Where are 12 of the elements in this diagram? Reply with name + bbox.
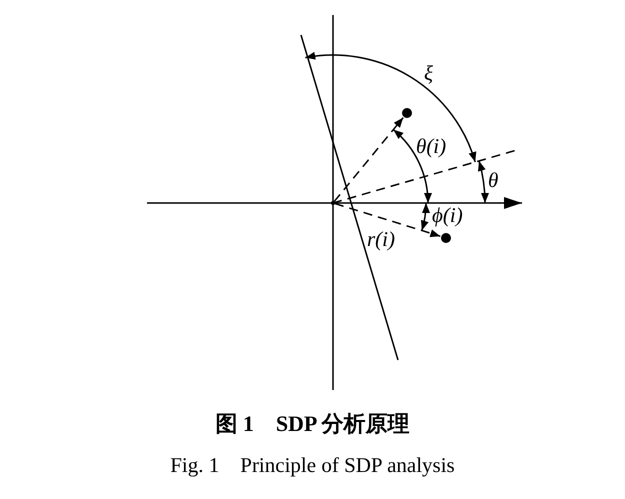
- angle-label: θ(i): [416, 136, 446, 157]
- angle-label: θ: [488, 170, 498, 191]
- arrow: [334, 117, 404, 202]
- vector-label: r(i): [367, 229, 395, 250]
- origin-point: [331, 201, 335, 205]
- point: [440, 232, 452, 244]
- point: [401, 107, 413, 119]
- caption: 图 1 SDP 分析原理: [214, 413, 411, 435]
- caption-english: Fig. 1 Principle of SDP analysis: [169, 455, 456, 476]
- angle-label: ϕ(i): [432, 205, 463, 226]
- angle-label: ξ: [424, 63, 433, 84]
- arrow: [334, 202, 440, 238]
